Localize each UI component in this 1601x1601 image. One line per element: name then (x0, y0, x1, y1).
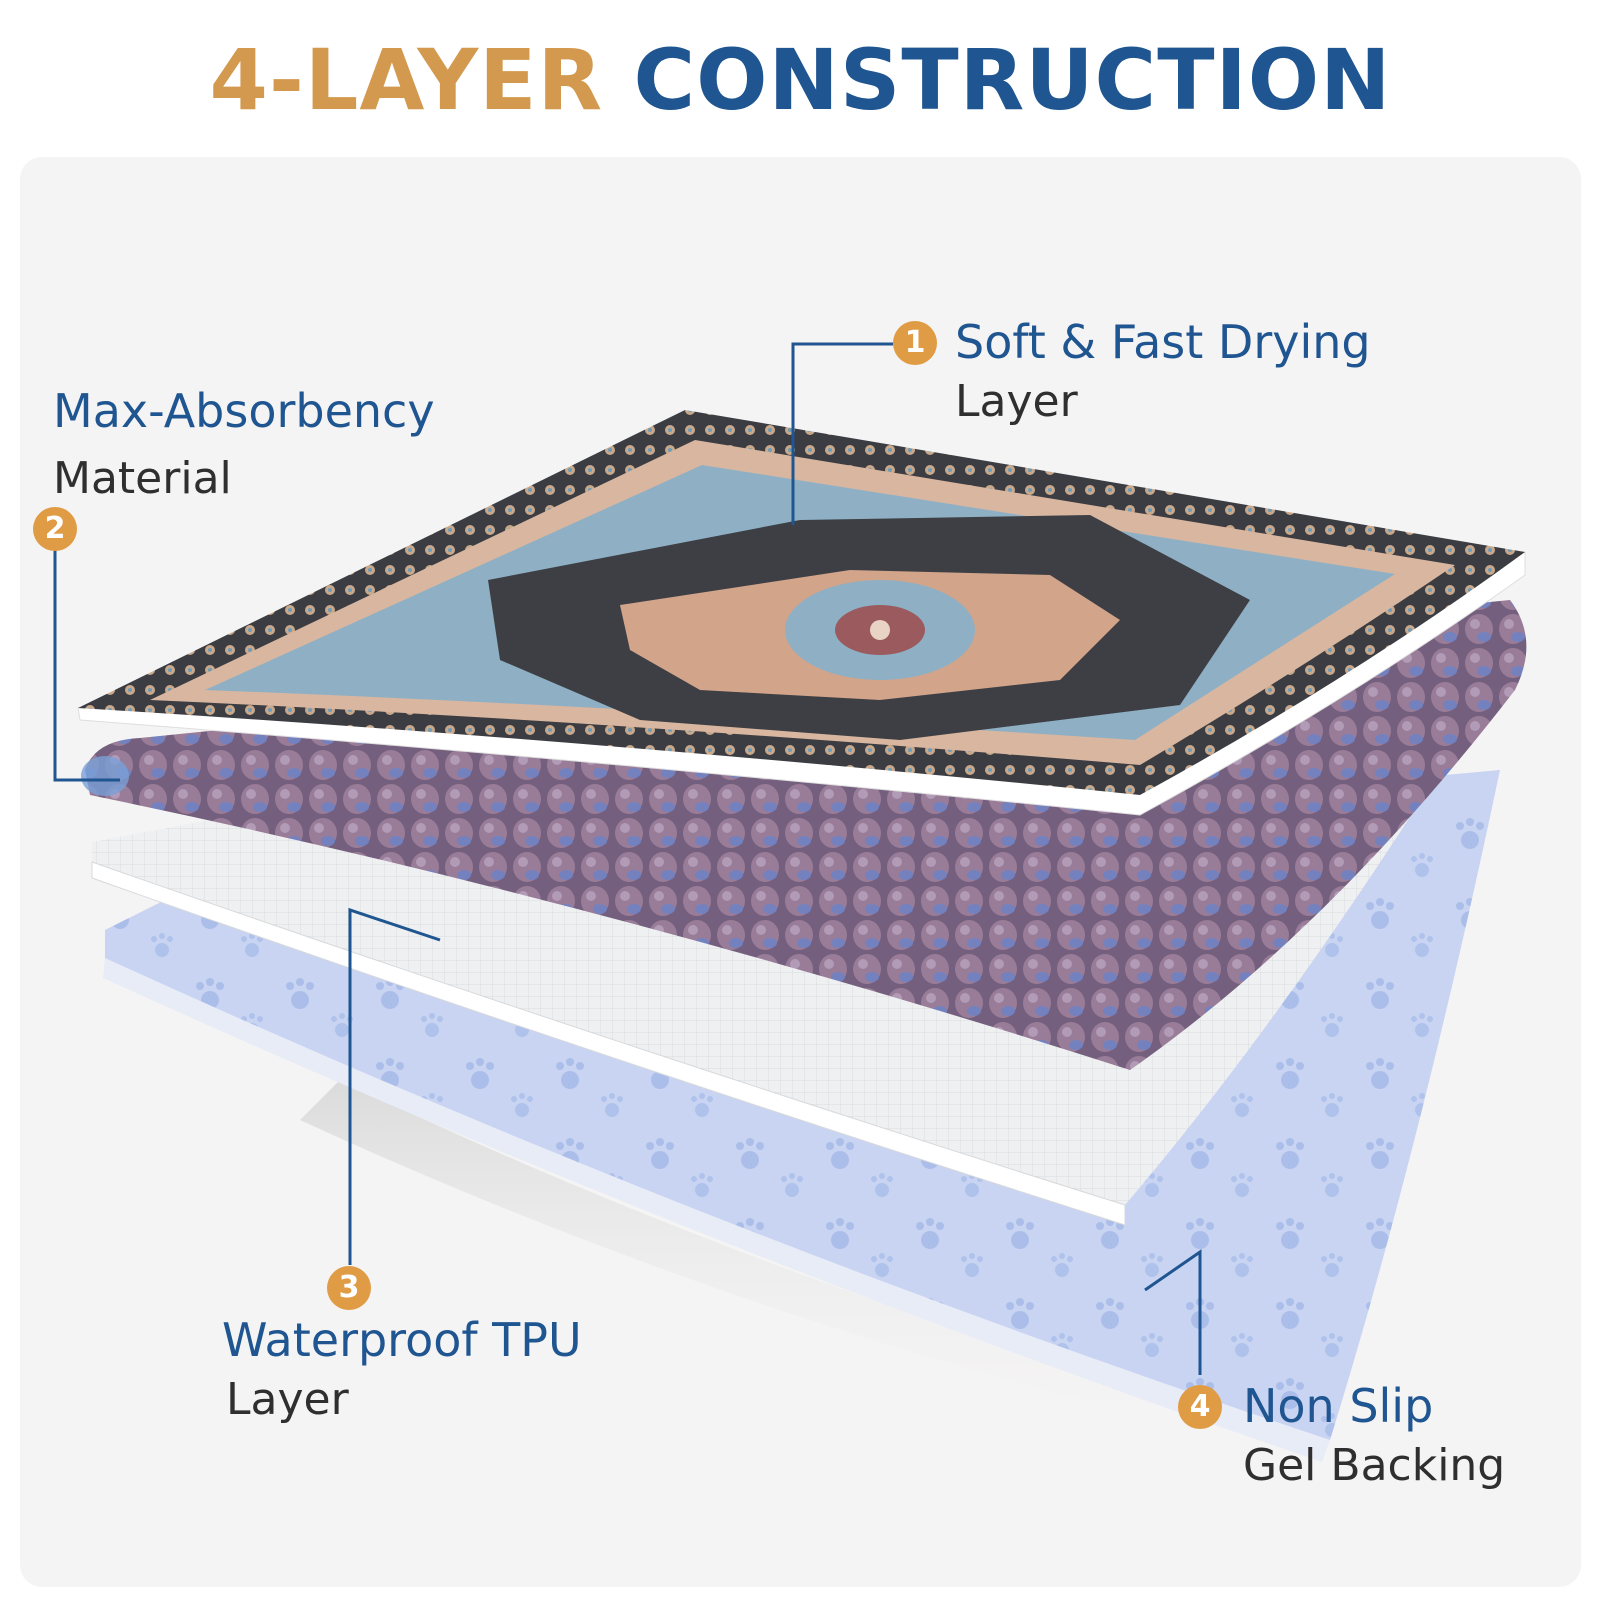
layer-3-subtitle: Layer (226, 1374, 349, 1425)
title-part-2: CONSTRUCTION (633, 31, 1392, 129)
layer-3-title: Waterproof TPU (222, 1313, 582, 1367)
layer-3-badge: 3 (327, 1266, 371, 1310)
layer-4-label: Non Slip Gel Backing (1243, 1376, 1505, 1496)
leader-line-3 (348, 907, 441, 1265)
layer-3-label: Waterproof TPU Layer (222, 1310, 582, 1430)
layer-1-label: Soft & Fast Drying Layer (955, 312, 1371, 432)
leader-line-4 (1144, 1249, 1202, 1375)
page-title: 4-LAYER CONSTRUCTION (0, 30, 1601, 130)
leader-line-2 (53, 550, 120, 782)
layer-2-title: Max-Absorbency (53, 384, 435, 438)
layer-1-badge: 1 (893, 321, 937, 365)
layer-4-badge: 4 (1178, 1385, 1222, 1429)
layer-1-subtitle: Layer (955, 376, 1078, 427)
layer-4-subtitle: Gel Backing (1243, 1440, 1506, 1491)
layer-2-badge: 2 (33, 507, 77, 551)
leader-lines (53, 342, 1202, 1375)
layer-1-title: Soft & Fast Drying (955, 315, 1371, 369)
layer-2-label: Max-Absorbency Material (53, 381, 435, 509)
leader-line-1 (791, 342, 893, 525)
title-part-1: 4-LAYER (209, 31, 604, 129)
layer-2-subtitle: Material (53, 453, 232, 504)
layer-4-title: Non Slip (1243, 1379, 1434, 1433)
